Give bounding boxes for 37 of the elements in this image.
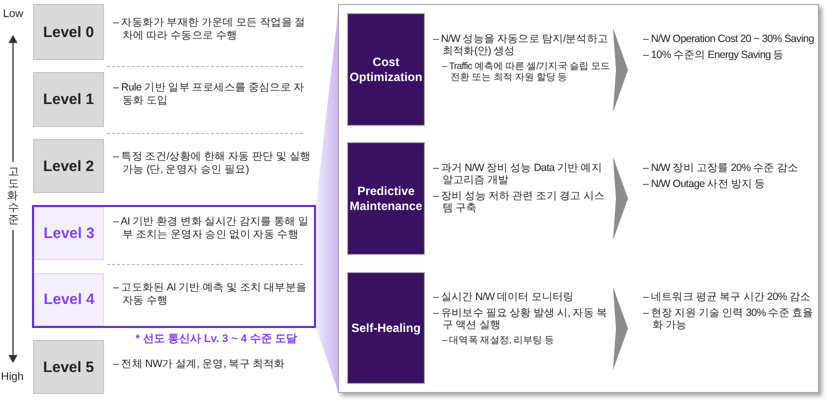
axis-label: High — [1, 371, 24, 383]
level-box: Level 4 — [34, 273, 104, 326]
description-text: – 자동화가 부재한 가운데 모든 작업을 절차에 따라 수동으로 수행 — [113, 16, 306, 42]
note-text: * 선도 통신사 Lv. 3 ~ 4 수준 도달 — [136, 332, 297, 346]
chevron-arrow — [613, 287, 628, 370]
bullet-text: – Traffic 예측에 따른 셀/기지국 슬립 모드 전환 또는 최적 자원 할당 등 — [442, 61, 612, 83]
level-box: Level 0 — [33, 4, 104, 60]
level-box: Level 5 — [33, 340, 104, 394]
category-box: Predictive Maintenance — [347, 142, 425, 255]
bullet-text: – 현장 지원 기술 인력 30% 수준 효율화 가능 — [643, 307, 814, 331]
highlight-frame — [32, 205, 316, 328]
bullet-text: – N/W 성능을 자동으로 탐지/분석하고 최적화(안) 생성 — [433, 33, 610, 57]
bullet-text: – 유비보수 필요 상황 발생 시, 자동 복구 액션 실행 — [433, 307, 608, 331]
level-box: Level 3 — [34, 207, 104, 260]
description-text: – AI 기반 환경 변화 실시간 감지를 통해 일부 조치는 운영자 승인 없이 자동 수행 — [113, 216, 310, 240]
chevron-arrow — [613, 28, 628, 112]
description-text: – 특정 조건/상황에 한해 자동 판단 및 실행 가능 (단, 운영자 승인 필요) — [113, 150, 311, 176]
bullet-text: – N/W Operation Cost 20 ~ 30% Saving — [643, 33, 814, 45]
bullet-text: – 대역폭 재설정, 리부팅 등 — [442, 335, 554, 346]
bullet-text: – 장비 성능 저하 관련 조기 경고 시스템 구축 — [433, 190, 606, 214]
bullet-text: – 10% 수준의 Energy Saving 등 — [643, 49, 784, 61]
bullet-text: – N/W 장비 고장률 20% 수준 감소 — [643, 162, 798, 174]
description-text: – 고도화된 AI 기반 예측 및 조치 대부분을 자동 수행 — [113, 282, 308, 306]
bullet-text: – 실시간 N/W 데이터 모니터링 — [433, 291, 574, 303]
chevron-arrow — [613, 157, 628, 240]
detail-panel — [338, 4, 819, 393]
level-box: Level 1 — [33, 72, 104, 127]
description-text: – Rule 기반 일부 프로세스를 중심으로 자동화 도입 — [113, 82, 306, 106]
bullet-text: – 과거 N/W 장비 성능 Data 기반 예지 알고리즘 개발 — [433, 162, 603, 186]
description-text: – 전체 NW가 설계, 운영, 복구 최적화 — [113, 358, 285, 370]
zoom-wedge — [316, 12, 338, 391]
bullet-text: – N/W Outage 사전 방지 등 — [643, 178, 766, 190]
bullet-text: – 네트워크 평균 복구 시간 20% 감소 — [643, 291, 811, 303]
axis-label: Low — [3, 8, 24, 20]
level-box: Level 2 — [33, 139, 104, 193]
category-box: Cost Optimization — [347, 13, 425, 126]
category-box: Self-Healing — [347, 272, 425, 384]
